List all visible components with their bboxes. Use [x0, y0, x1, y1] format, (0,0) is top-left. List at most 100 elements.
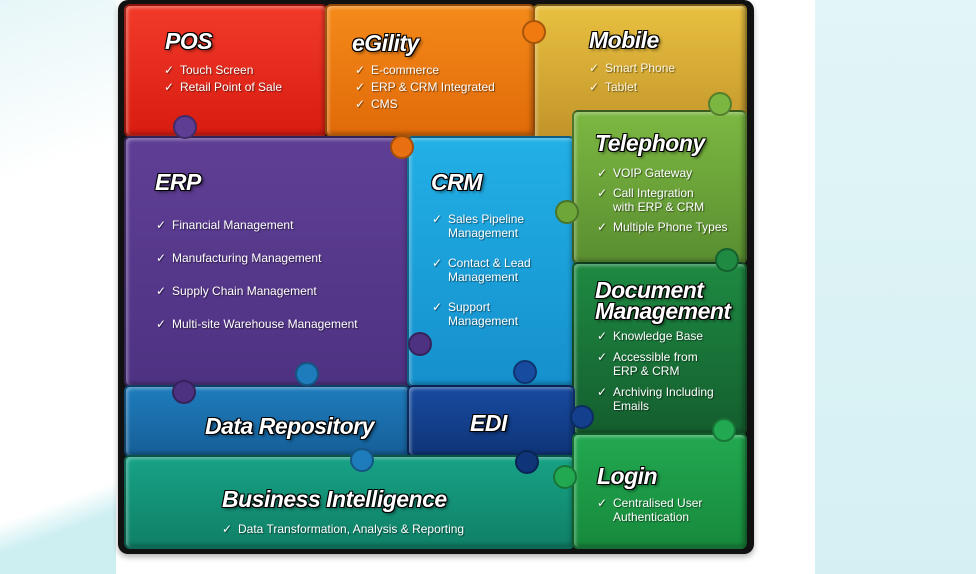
puzzle-knob: [390, 135, 414, 159]
feature-label: Supply Chain Management: [172, 284, 317, 298]
feature-item: ✓ Multi-site Warehouse Management: [156, 317, 358, 331]
business-intelligence-title: Business Intelligence: [222, 486, 447, 512]
feature-label: CMS: [371, 97, 398, 111]
crm-title: CRM: [431, 169, 482, 195]
piece-document-management: [572, 262, 747, 435]
puzzle-knob: [173, 115, 197, 139]
business-intelligence-features: ✓ Data Transformation, Analysis & Reporti…: [222, 522, 464, 539]
piece-egility: [325, 4, 535, 137]
feature-item: ✓ E-commerce: [355, 63, 495, 77]
telephony-features: ✓VOIP Gateway✓Call Integration with ERP …: [597, 166, 728, 240]
checkmark-icon: ✓: [355, 80, 366, 94]
feature-item: ✓ Centralised User Authentication: [597, 496, 702, 524]
erp-features: ✓ Financial Management ✓ Manufacturing Mana…: [156, 218, 358, 350]
puzzle-knob: [570, 405, 594, 429]
piece-login: [572, 433, 747, 549]
checkmark-icon: ✓: [597, 220, 608, 234]
feature-label: VOIP Gateway: [613, 166, 693, 180]
login-features: ✓ Centralised User Authentication: [597, 496, 702, 527]
document-management-features: ✓ Knowledge Base ✓ Accessible from ERP & CR…: [597, 329, 714, 420]
feature-item: ✓ Support Management: [432, 300, 531, 328]
checkmark-icon: ✓: [355, 63, 366, 77]
piece-erp: [124, 136, 410, 387]
feature-item: ✓ Accessible from ERP & CRM: [597, 350, 714, 378]
edi-title: EDI: [470, 410, 507, 436]
piece-crm: [407, 136, 575, 387]
checkmark-icon: ✓: [597, 496, 608, 510]
egility-features: ✓ E-commerce ✓ ERP & CRM Integrated ✓ CMS: [355, 63, 495, 114]
erp-title: ERP: [155, 169, 201, 195]
feature-label: Knowledge Base: [613, 329, 704, 343]
background-band-right: [815, 0, 976, 574]
feature-item: ✓Archiving Including Emails: [597, 385, 714, 413]
feature-item: ✓Contact & Lead Management: [432, 256, 531, 284]
feature-label: Data Transformation, Analysis & Reportin…: [238, 522, 465, 536]
puzzle-knob: [295, 362, 319, 386]
feature-label: Sales Pipeline Management: [448, 212, 525, 240]
puzzle-knob: [553, 465, 577, 489]
feature-label: Tablet: [605, 80, 638, 94]
feature-label: Support Management: [448, 300, 519, 328]
egility-title: eGility: [352, 30, 419, 56]
feature-label: Centralised User Authentication: [613, 496, 703, 524]
data-repository-title: Data Repository: [205, 413, 374, 439]
puzzle-knob: [513, 360, 537, 384]
checkmark-icon: ✓: [164, 63, 175, 77]
login-title: Login: [597, 463, 658, 489]
feature-item: ✓VOIP Gateway: [597, 166, 728, 180]
feature-item: ✓ Call Integration with ERP & CRM: [597, 186, 728, 214]
piece-telephony: [572, 110, 747, 264]
feature-item: ✓Touch Screen: [164, 63, 282, 77]
background-band-left: [0, 0, 116, 574]
puzzle-knob: [708, 92, 732, 116]
mobile-features: ✓ Smart Phone ✓ Tablet: [589, 61, 675, 99]
feature-label: Call Integration with ERP & CRM: [613, 186, 705, 214]
puzzle-knob: [522, 20, 546, 44]
feature-label: ERP & CRM Integrated: [371, 80, 495, 94]
feature-item: ✓ ERP & CRM Integrated: [355, 80, 495, 94]
checkmark-icon: ✓: [597, 186, 608, 200]
puzzle-knob: [712, 418, 736, 442]
checkmark-icon: ✓: [156, 218, 167, 232]
feature-label: Retail Point of Sale: [180, 80, 283, 94]
feature-label: Manufacturing Management: [172, 251, 322, 265]
puzzle-knob: [172, 380, 196, 404]
puzzle-knob: [555, 200, 579, 224]
checkmark-icon: ✓: [222, 522, 233, 536]
feature-item: ✓Sales Pipeline Management: [432, 212, 531, 240]
puzzle-knob: [715, 248, 739, 272]
feature-item: ✓ Multiple Phone Types: [597, 220, 728, 234]
feature-label: Smart Phone: [605, 61, 676, 75]
pos-title: POS: [165, 28, 213, 54]
feature-item: ✓ Manufacturing Management: [156, 251, 358, 265]
checkmark-icon: ✓: [355, 97, 366, 111]
feature-label: Archiving Including Emails: [613, 385, 714, 413]
checkmark-icon: ✓: [156, 251, 167, 265]
feature-item: ✓ Retail Point of Sale: [164, 80, 282, 94]
feature-label: Multiple Phone Types: [613, 220, 728, 234]
document-management-title: Document Management: [595, 277, 731, 324]
checkmark-icon: ✓: [156, 284, 167, 298]
piece-edi: [407, 385, 575, 457]
feature-item: ✓ Smart Phone: [589, 61, 675, 75]
puzzle-knob: [515, 450, 539, 474]
piece-business-intelligence: [124, 455, 575, 549]
feature-label: Accessible from ERP & CRM: [613, 350, 698, 378]
telephony-title: Telephony: [595, 130, 705, 156]
checkmark-icon: ✓: [156, 317, 167, 331]
pos-features: ✓Touch Screen✓Retail Point of Sale: [164, 63, 282, 97]
feature-label: E-commerce: [371, 63, 440, 77]
checkmark-icon: ✓: [589, 80, 600, 94]
checkmark-icon: ✓: [589, 61, 600, 75]
checkmark-icon: ✓: [432, 300, 443, 314]
feature-item: ✓ Knowledge Base: [597, 329, 714, 343]
checkmark-icon: ✓: [432, 256, 443, 270]
checkmark-icon: ✓: [164, 80, 175, 94]
feature-label: Multi-site Warehouse Management: [172, 317, 358, 331]
puzzle-knob: [408, 332, 432, 356]
checkmark-icon: ✓: [597, 350, 608, 364]
checkmark-icon: ✓: [597, 329, 608, 343]
feature-item: ✓ Data Transformation, Analysis & Reporti…: [222, 522, 464, 536]
crm-features: ✓Sales Pipeline Management✓Contact & Lea…: [432, 212, 531, 344]
feature-label: Financial Management: [172, 218, 294, 232]
